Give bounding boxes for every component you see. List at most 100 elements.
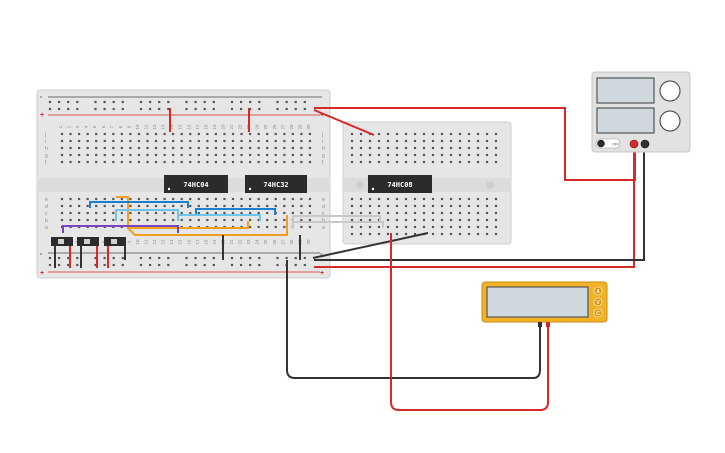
terminal-hole[interactable] (172, 218, 175, 222)
terminal-hole[interactable] (350, 204, 354, 208)
terminal-hole[interactable] (494, 204, 498, 208)
terminal-hole[interactable] (249, 218, 252, 222)
terminal-hole[interactable] (257, 218, 260, 222)
terminal-hole[interactable] (231, 139, 235, 143)
rail-hole[interactable] (294, 100, 297, 104)
terminal-hole[interactable] (197, 132, 200, 136)
terminal-hole[interactable] (386, 197, 390, 201)
terminal-hole[interactable] (154, 146, 158, 150)
terminal-hole[interactable] (386, 146, 390, 150)
terminal-hole[interactable] (60, 153, 64, 157)
terminal-hole[interactable] (413, 218, 417, 222)
terminal-hole[interactable] (197, 218, 200, 222)
terminal-hole[interactable] (359, 160, 363, 164)
terminal-hole[interactable] (449, 225, 453, 229)
terminal-hole[interactable] (86, 132, 89, 136)
terminal-hole[interactable] (404, 160, 408, 164)
rail-hole[interactable] (276, 107, 279, 111)
rail-hole[interactable] (276, 256, 279, 260)
terminal-hole[interactable] (137, 204, 141, 208)
rail-hole[interactable] (249, 263, 252, 267)
terminal-hole[interactable] (377, 153, 381, 157)
terminal-hole[interactable] (120, 204, 123, 208)
terminal-hole[interactable] (223, 132, 226, 136)
rail-hole[interactable] (240, 263, 243, 267)
input-switches[interactable] (51, 237, 126, 268)
terminal-hole[interactable] (359, 139, 363, 143)
rail-hole[interactable] (194, 100, 197, 104)
terminal-hole[interactable] (163, 139, 166, 143)
terminal-hole[interactable] (368, 211, 372, 215)
rail-hole[interactable] (212, 263, 215, 267)
terminal-hole[interactable] (95, 204, 98, 208)
terminal-hole[interactable] (494, 197, 498, 201)
terminal-hole[interactable] (146, 204, 149, 208)
rail-hole[interactable] (194, 263, 197, 267)
terminal-hole[interactable] (458, 218, 462, 222)
terminal-hole[interactable] (431, 146, 435, 150)
terminal-hole[interactable] (146, 211, 149, 215)
terminal-hole[interactable] (413, 132, 417, 136)
rail-hole[interactable] (240, 100, 243, 104)
rail-hole[interactable] (203, 107, 206, 111)
rail-hole[interactable] (276, 100, 279, 104)
rail-hole[interactable] (285, 256, 288, 260)
terminal-hole[interactable] (180, 211, 183, 215)
terminal-hole[interactable] (120, 153, 123, 157)
terminal-hole[interactable] (95, 197, 98, 201)
rail-hole[interactable] (76, 263, 79, 267)
terminal-hole[interactable] (146, 218, 149, 222)
rail-hole[interactable] (158, 107, 161, 111)
terminal-hole[interactable] (223, 146, 226, 150)
terminal-hole[interactable] (266, 225, 269, 229)
terminal-hole[interactable] (249, 153, 252, 157)
terminal-hole[interactable] (449, 218, 453, 222)
terminal-hole[interactable] (476, 197, 480, 201)
terminal-hole[interactable] (60, 204, 64, 208)
rail-hole[interactable] (167, 263, 170, 267)
wire-red-vcc-small[interactable] (313, 109, 375, 136)
terminal-hole[interactable] (467, 218, 471, 222)
terminal-hole[interactable] (308, 225, 312, 229)
terminal-hole[interactable] (206, 197, 209, 201)
terminal-hole[interactable] (449, 232, 453, 236)
multimeter-probe-red[interactable] (546, 322, 550, 327)
terminal-hole[interactable] (137, 160, 141, 164)
terminal-hole[interactable] (494, 211, 498, 215)
terminal-hole[interactable] (231, 197, 235, 201)
terminal-hole[interactable] (120, 218, 123, 222)
rail-hole[interactable] (48, 107, 52, 111)
terminal-hole[interactable] (266, 146, 269, 150)
terminal-hole[interactable] (350, 160, 354, 164)
rail-hole[interactable] (67, 107, 70, 111)
terminal-hole[interactable] (189, 153, 192, 157)
terminal-hole[interactable] (266, 197, 269, 201)
terminal-hole[interactable] (214, 146, 217, 150)
rail-hole[interactable] (185, 263, 188, 267)
terminal-hole[interactable] (449, 204, 453, 208)
input-switch-2-lever[interactable] (84, 239, 90, 244)
terminal-hole[interactable] (197, 153, 200, 157)
terminal-hole[interactable] (458, 232, 462, 236)
terminal-hole[interactable] (206, 211, 209, 215)
terminal-hole[interactable] (404, 225, 408, 229)
terminal-hole[interactable] (129, 146, 132, 150)
terminal-hole[interactable] (458, 225, 462, 229)
terminal-hole[interactable] (476, 132, 480, 136)
terminal-hole[interactable] (308, 132, 312, 136)
terminal-hole[interactable] (189, 197, 192, 201)
terminal-hole[interactable] (257, 146, 260, 150)
terminal-hole[interactable] (300, 160, 303, 164)
rail-hole[interactable] (303, 100, 306, 104)
rail-hole[interactable] (185, 100, 188, 104)
rail-hole[interactable] (112, 263, 115, 267)
terminal-hole[interactable] (413, 225, 417, 229)
terminal-hole[interactable] (449, 146, 453, 150)
terminal-hole[interactable] (291, 132, 294, 136)
terminal-hole[interactable] (291, 139, 294, 143)
rail-hole[interactable] (212, 100, 215, 104)
terminal-hole[interactable] (422, 197, 426, 201)
terminal-hole[interactable] (86, 153, 89, 157)
rail-hole[interactable] (58, 100, 61, 104)
terminal-hole[interactable] (350, 211, 354, 215)
